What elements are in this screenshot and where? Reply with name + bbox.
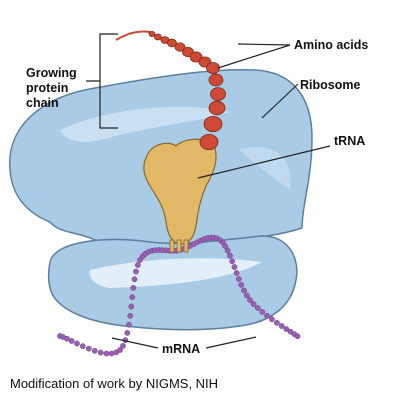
mrna-bead [241,287,247,294]
amino-acid-bead [206,62,220,74]
mrna-bead [264,312,270,319]
mrna-bead [131,276,138,283]
mrna-bead [233,270,240,276]
amino-acid-bead [203,115,223,133]
trna-molecule [143,138,217,245]
mrna-bead [243,292,250,299]
mrna-bead [269,316,275,323]
mrna-strand [57,234,301,357]
mrna-bead [97,349,104,356]
mrna-bead [129,294,136,300]
label-mrna: mRNA [162,342,200,356]
amino-acid-chain [115,30,226,151]
mrna-bead [124,330,131,336]
mrna-bead [283,326,290,332]
amino-acid-bead [210,87,226,101]
amino-acid-bead [199,133,219,151]
mrna-bead [250,301,257,307]
mrna-bead [229,258,236,265]
mrna-bead [294,333,301,340]
amino-acid-bead [154,33,162,41]
label-ribosome: Ribosome [300,78,360,92]
trna-anticodon [169,239,189,253]
mrna-bead [236,276,242,282]
mrna-bead [64,335,70,342]
mrna-bead [91,347,98,354]
mrna-bead [222,243,229,250]
mrna-bead [259,309,266,315]
mrna-bead [120,343,126,349]
mrna-bead [274,319,280,326]
leader-lines [111,43,331,349]
mrna-bead [238,282,245,288]
label-growing-line-3: chain [26,96,59,110]
image-credit: Modification of work by NIGMS, NIH [10,376,218,391]
mrna-bead [127,312,134,319]
mrna-bead [247,297,253,303]
mrna-bead [117,347,123,353]
protein-chain-bracket [86,33,118,129]
amino-acid-bead [208,73,224,87]
label-amino-acids: Amino acids [294,38,368,52]
label-growing-line-2: protein [26,81,68,95]
amino-acid-bead [167,38,177,48]
mrna-bead [130,285,137,291]
mrna-bead [79,343,86,349]
mrna-bead [133,268,139,275]
amino-acid-bead [148,31,156,37]
mrna-bead [108,350,115,357]
amino-acid-bead [174,42,186,52]
mrna-bead [231,264,238,270]
mrna-bead [227,252,233,259]
amino-acid-chain-tail [115,30,151,41]
label-growing-line-1: Growing [26,66,77,80]
mrna-bead [128,303,135,310]
amino-acid-bead [189,51,203,63]
mrna-bead [74,340,80,347]
mrna-bead [134,262,141,268]
mrna-bead [68,338,75,344]
ribosome-large-highlight-right [240,146,291,190]
label-trna: tRNA [334,134,365,148]
mrna-bead [278,323,285,329]
amino-acid-bead [208,100,226,116]
mrna-bead [224,247,231,254]
mrna-bead [254,305,261,311]
mrna-bead [85,345,92,352]
mrna-bead [103,350,110,357]
ribosome-large-highlight [60,106,230,142]
mrna-bead [126,321,132,328]
